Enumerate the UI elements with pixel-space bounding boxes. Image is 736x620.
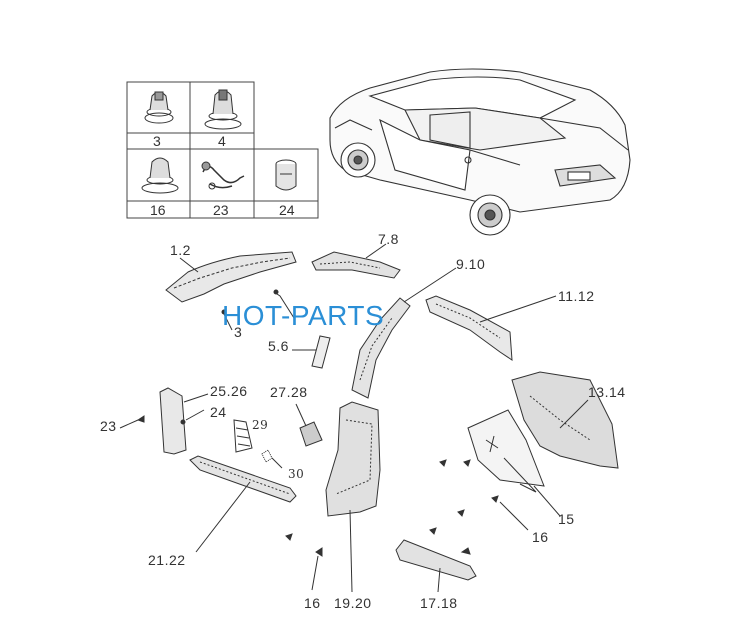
callout-11-12: 11.12 [558, 288, 595, 304]
part-17-18-step [395, 539, 477, 593]
clip-16-icon [141, 157, 179, 194]
legend-label-23: 23 [213, 202, 229, 218]
watermark-text: HOT-PARTS [222, 300, 385, 331]
part-5-6-trim [292, 335, 331, 369]
part-19-20-pillar [325, 401, 381, 593]
part-13-14-trim [511, 371, 619, 469]
callout-29: 29 [252, 418, 269, 432]
clip-23-icon [201, 161, 245, 190]
part-16-clips [285, 459, 529, 591]
part-21-22-sill [189, 455, 297, 553]
car-illustration [329, 68, 631, 236]
callout-19-20: 19.20 [334, 595, 372, 611]
callout-16-bottom: 16 [304, 595, 321, 611]
part-15-panel [467, 409, 561, 517]
part-27-28-clip [295, 403, 323, 447]
legend-label-16: 16 [150, 202, 166, 218]
callout-1-2: 1.2 [170, 242, 191, 258]
part-25-26-pillar [159, 387, 209, 455]
clip-24-icon [275, 159, 297, 191]
part-7-8-trim [311, 243, 401, 279]
part-29-vent [233, 419, 253, 453]
part-1-2-trim [165, 251, 297, 303]
callout-9-10: 9.10 [456, 256, 486, 272]
callout-17-18: 17.18 [420, 595, 458, 611]
part-3-clip [221, 289, 295, 331]
callout-23: 23 [100, 418, 117, 434]
part-23-clip [119, 415, 145, 429]
callout-7-8: 7.8 [378, 231, 399, 247]
part-9-10-pillar [351, 267, 457, 399]
callout-16-right: 16 [532, 529, 549, 545]
fastener-legend-grid [126, 81, 319, 219]
callout-5-6: 5.6 [268, 338, 289, 354]
part-30-clip [261, 449, 283, 469]
callout-13-14: 13.14 [588, 384, 626, 400]
legend-label-24: 24 [279, 202, 295, 218]
clip-4-icon [204, 89, 242, 130]
part-11-12-trim [425, 295, 557, 361]
legend-label-3: 3 [153, 133, 161, 149]
callout-27-28: 27.28 [270, 384, 308, 400]
callout-30: 30 [288, 467, 305, 481]
callout-25-26: 25.26 [210, 383, 248, 399]
callout-24: 24 [210, 404, 227, 420]
callout-3: 3 [234, 324, 243, 340]
clip-3-icon [144, 91, 174, 124]
callout-15: 15 [558, 511, 575, 527]
legend-label-4: 4 [218, 133, 226, 149]
callout-21-22: 21.22 [148, 552, 186, 568]
